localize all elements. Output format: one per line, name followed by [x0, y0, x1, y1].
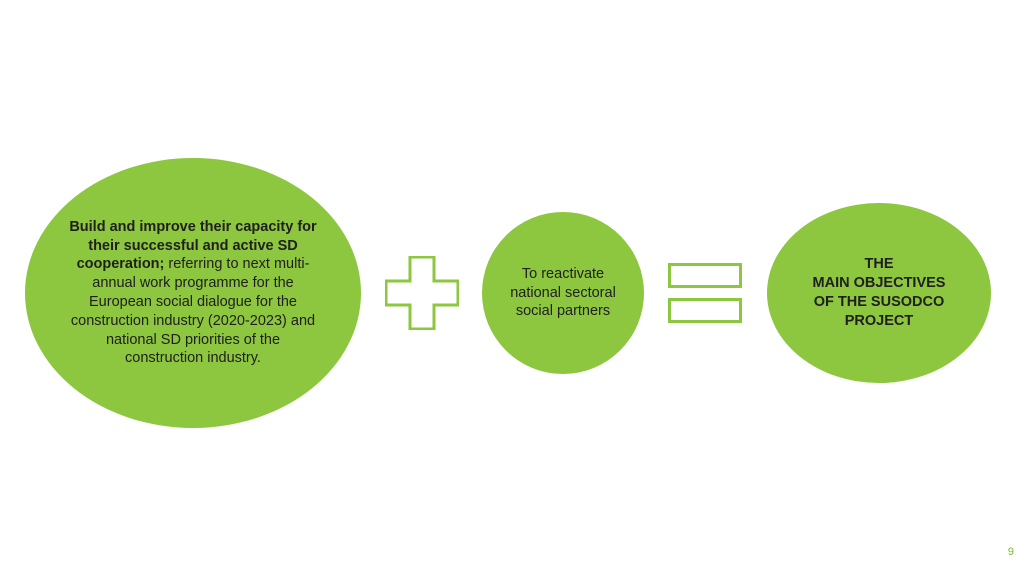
capacity-building-text: Build and improve their capacity for the…	[69, 218, 317, 368]
reactivate-partners-ellipse: To reactivate national sectoral social p…	[482, 212, 644, 374]
reactivate-partners-text: To reactivate national sectoral social p…	[510, 265, 616, 320]
main-objectives-line-2: MAIN OBJECTIVES	[812, 275, 946, 292]
capacity-building-detail-text: referring to next multi-annual work prog…	[70, 256, 316, 367]
main-objectives-text: THE MAIN OBJECTIVES OF THE SUSODCO PROJE…	[813, 255, 946, 330]
plus-icon	[385, 256, 459, 330]
main-objectives-ellipse: THE MAIN OBJECTIVES OF THE SUSODCO PROJE…	[767, 203, 991, 383]
main-objectives-line-4: PROJECT	[844, 312, 914, 329]
main-objectives-line-3: OF THE SUSODCO	[813, 294, 945, 310]
capacity-building-ellipse: Build and improve their capacity for the…	[25, 158, 361, 428]
page-number: 9	[1007, 546, 1014, 558]
capacity-building-bold-text: Build and improve their capacity for the…	[69, 218, 317, 273]
equals-icon	[668, 263, 742, 323]
main-objectives-line-1: THE	[864, 256, 894, 273]
